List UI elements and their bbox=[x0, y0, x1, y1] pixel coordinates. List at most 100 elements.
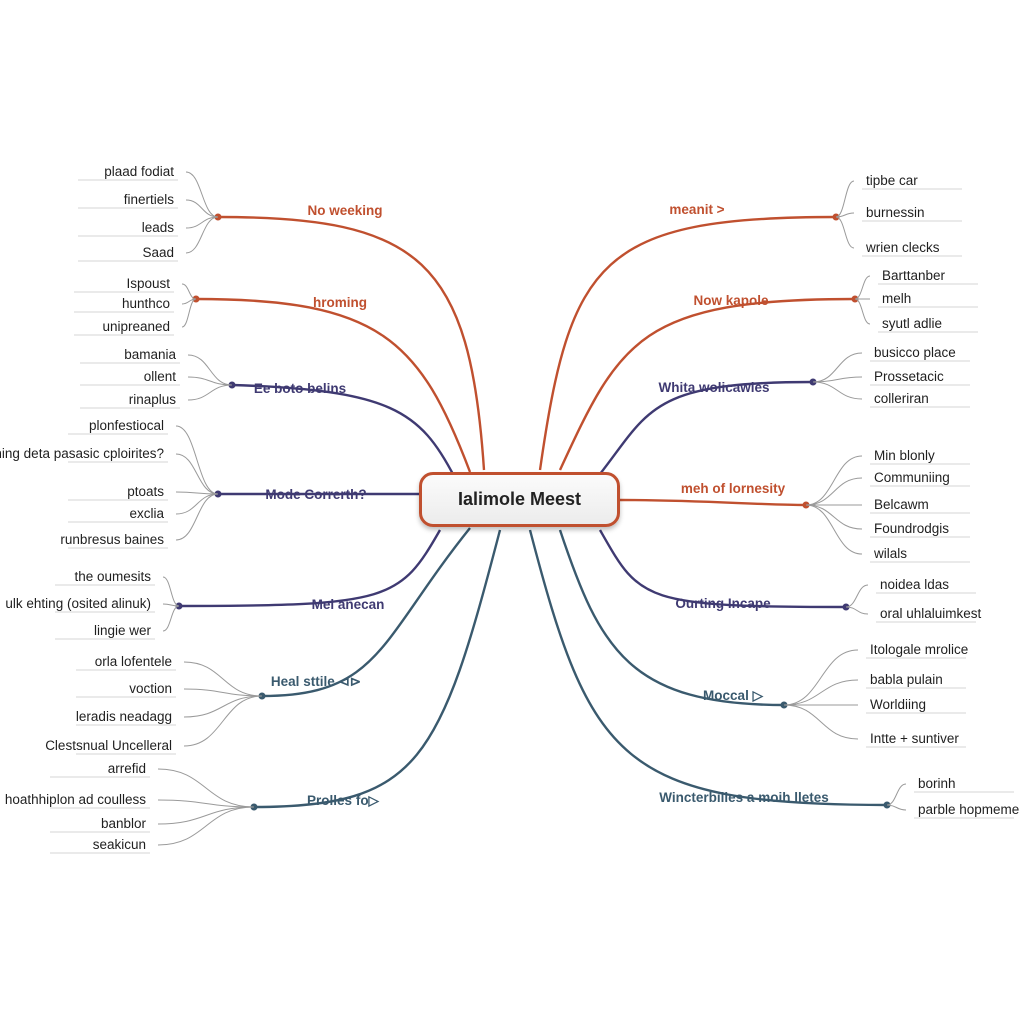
leaf-connector bbox=[183, 688, 263, 697]
leaf-item: Barttanber bbox=[882, 268, 946, 283]
leaf-connector bbox=[783, 704, 859, 740]
leaf-connector bbox=[183, 661, 263, 697]
branch-label: Prolles fo▷ bbox=[307, 793, 381, 808]
leaf-connector bbox=[185, 199, 219, 218]
leaf-connector bbox=[783, 649, 859, 706]
leaf-connector bbox=[854, 275, 871, 300]
leaf-item: wrien clecks bbox=[865, 240, 940, 255]
leaf-item: finertiels bbox=[124, 192, 175, 207]
leaf-connector bbox=[175, 453, 219, 495]
leaf-connector bbox=[805, 504, 863, 555]
leaf-item: arrefid bbox=[108, 761, 146, 776]
branch-label: meh of lornesity bbox=[681, 481, 786, 496]
branch-label: Now kapole bbox=[693, 293, 769, 308]
branch-label: Mel anecan bbox=[312, 597, 385, 612]
leaf-connector bbox=[812, 381, 863, 400]
leaf-connector bbox=[162, 576, 180, 607]
branch-connector bbox=[253, 529, 502, 809]
branch-label: Moccal ▷ bbox=[703, 688, 765, 703]
leaf-connector bbox=[187, 376, 233, 386]
leaf-item: Intte + suntiver bbox=[870, 731, 959, 746]
leaf-connector bbox=[187, 384, 233, 401]
leaf-connector bbox=[175, 425, 219, 495]
branch-label: Heal sttile ⊲⊳ bbox=[271, 674, 361, 689]
branch-connector bbox=[558, 529, 785, 707]
leaf-item: hunthco bbox=[122, 296, 170, 311]
leaf-item: begiikanning deta pasasic cploirites? bbox=[0, 446, 164, 461]
branch-connector bbox=[261, 527, 471, 698]
branch-connector bbox=[217, 215, 486, 471]
leaf-item: Communiing bbox=[874, 470, 950, 485]
branch-label: meanit > bbox=[669, 202, 724, 217]
leaf-connector bbox=[812, 352, 863, 383]
leaf-connector bbox=[183, 695, 263, 718]
leaf-item: leads bbox=[142, 220, 175, 235]
leaf-connector bbox=[185, 171, 219, 218]
leaf-item: ptoats bbox=[127, 484, 164, 499]
leaf-connector bbox=[886, 804, 907, 811]
branch-connector bbox=[195, 297, 472, 473]
leaf-item: syutl adlie bbox=[882, 316, 942, 331]
leaf-item: unipreaned bbox=[102, 319, 170, 334]
leaf-connector bbox=[845, 584, 869, 608]
branch-label: No weeking bbox=[307, 203, 382, 218]
branch-connector bbox=[528, 529, 888, 807]
leaf-item: Prossetacic bbox=[874, 369, 944, 384]
leaf-item: leradis neadagg bbox=[76, 709, 172, 724]
leaf-connector bbox=[845, 606, 869, 615]
leaf-item: oral uhlaluimkest bbox=[880, 606, 982, 621]
branch-connector bbox=[558, 297, 856, 471]
leaf-connector bbox=[181, 298, 197, 328]
branch-label: Mode Correrth? bbox=[265, 487, 366, 502]
leaf-connector bbox=[835, 180, 855, 218]
branch-label: hroming bbox=[313, 295, 367, 310]
branch-label: Ee boto belins bbox=[254, 381, 346, 396]
leaf-item: Worldiing bbox=[870, 697, 926, 712]
leaf-item: rinaplus bbox=[129, 392, 177, 407]
leaf-item: colleriran bbox=[874, 391, 929, 406]
leaf-connector bbox=[157, 806, 255, 825]
leaf-item: lingie wer bbox=[94, 623, 152, 638]
leaf-item: plonfestiocal bbox=[89, 418, 164, 433]
leaf-connector bbox=[805, 504, 863, 530]
leaf-item: noidea ldas bbox=[880, 577, 949, 592]
leaf-connector bbox=[783, 679, 859, 706]
leaf-connector bbox=[181, 283, 197, 300]
branch-label: Ourting Incape bbox=[675, 596, 771, 611]
leaf-item: borinh bbox=[918, 776, 956, 791]
leaf-connector bbox=[162, 605, 180, 632]
branch-connector bbox=[231, 383, 457, 479]
leaf-connector bbox=[185, 216, 219, 254]
central-topic[interactable]: Ialimole Meest bbox=[419, 472, 620, 527]
leaf-item: ollent bbox=[144, 369, 177, 384]
branch-connector bbox=[599, 380, 814, 475]
branch-connector bbox=[178, 529, 442, 608]
leaf-item: Saad bbox=[142, 245, 174, 260]
leaf-item: ulk ehting (osited alinuk) bbox=[5, 596, 151, 611]
leaf-item: banblor bbox=[101, 816, 147, 831]
leaf-connector bbox=[835, 216, 855, 249]
leaf-connector bbox=[157, 806, 255, 846]
leaf-item: busicco place bbox=[874, 345, 956, 360]
leaf-item: melh bbox=[882, 291, 911, 306]
leaf-connector bbox=[835, 212, 855, 218]
leaf-connector bbox=[175, 493, 219, 541]
leaf-connector bbox=[854, 298, 871, 325]
leaf-connector bbox=[157, 768, 255, 808]
leaf-connector bbox=[187, 354, 233, 386]
leaf-item: Min blonly bbox=[874, 448, 935, 463]
leaf-item: the oumesits bbox=[74, 569, 151, 584]
leaf-connector bbox=[805, 477, 863, 506]
leaf-item: orla lofentele bbox=[95, 654, 172, 669]
leaf-connector bbox=[175, 493, 219, 515]
leaf-item: Ispoust bbox=[126, 276, 170, 291]
leaf-item: exclia bbox=[129, 506, 164, 521]
leaf-item: parble hopmeme bbox=[918, 802, 1019, 817]
branch-label: Wincterbilles a moih lletes bbox=[659, 790, 828, 805]
leaf-item: wilals bbox=[873, 546, 907, 561]
leaf-item: bamania bbox=[124, 347, 176, 362]
leaf-item: Clestsnual Uncelleral bbox=[45, 738, 172, 753]
branch-label: Whita wolicawies bbox=[658, 380, 769, 395]
leaf-connector bbox=[886, 783, 907, 806]
